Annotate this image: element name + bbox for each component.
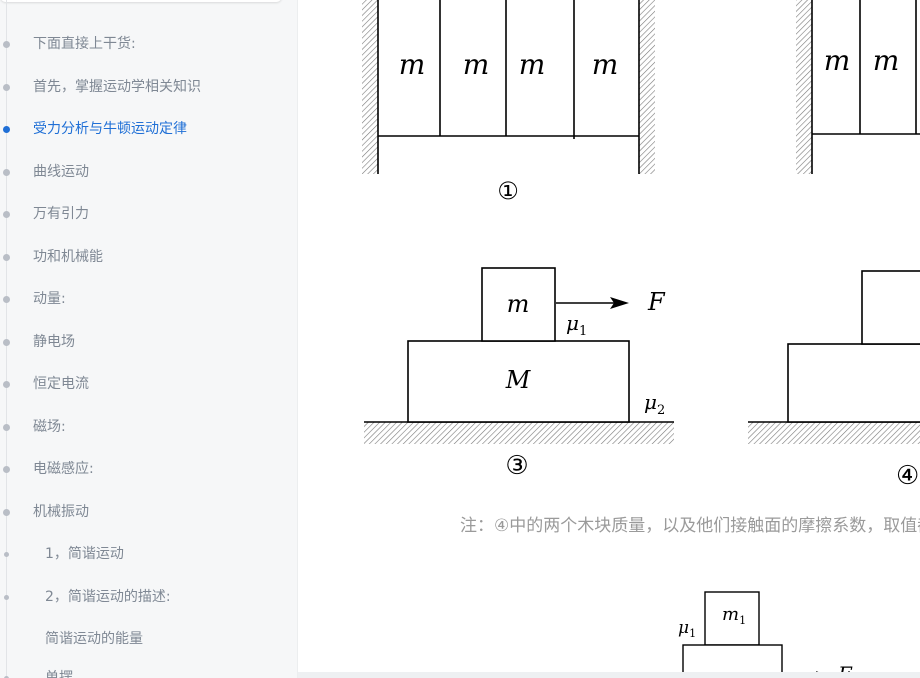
physics-figure: m m m m ① m m m M F μ1 μ2 — [362, 0, 920, 678]
m1-base: m — [722, 604, 739, 625]
figure-number-label: ④ — [896, 461, 919, 491]
figure-5-partial: m1 μ1 m F — [678, 591, 853, 678]
toc-dot — [3, 169, 10, 176]
toc-sidebar: 下面直接上干货: 首先，掌握运动学相关知识 受力分析与牛顿运动定律 曲线运动 万… — [0, 0, 298, 678]
toc-item[interactable]: 静电场 — [0, 332, 290, 352]
toc-item-active[interactable]: 受力分析与牛顿运动定律 — [0, 119, 290, 139]
bottom-block-label: M — [505, 366, 532, 394]
block-mass-label: m — [463, 48, 490, 81]
toc-dot — [3, 41, 10, 48]
figure-2-partial: m m — [796, 0, 920, 174]
toc-dot — [3, 466, 10, 473]
mu1-label: μ1 — [566, 311, 587, 339]
figure-number-label: ① — [497, 177, 519, 205]
wall-hatch — [796, 0, 812, 174]
toc-item[interactable]: 功和机械能 — [0, 247, 290, 267]
mu1-base: μ — [566, 311, 579, 335]
block-mass-label: m — [873, 44, 900, 77]
toc-item-label: 2，简谐运动的描述: — [45, 589, 171, 605]
toc-subitem[interactable]: 2，简谐运动的描述: — [0, 587, 290, 607]
top-block-label: m — [507, 290, 530, 318]
toc-item-label: 动量: — [33, 291, 66, 307]
ground-hatch — [364, 422, 674, 444]
toc-dot — [3, 211, 10, 218]
toc-item[interactable]: 动量: — [0, 289, 290, 309]
left-wall-hatch — [362, 0, 378, 174]
toc-item[interactable]: 下面直接上干货: — [0, 34, 290, 54]
toc-item-label: 磁场: — [33, 419, 66, 435]
toc-item-label: 单摆 — [45, 670, 73, 678]
toc-dot — [4, 552, 9, 557]
toc-item[interactable]: 磁场: — [0, 417, 290, 437]
toc-item[interactable]: 曲线运动 — [0, 162, 290, 182]
top-block — [861, 270, 920, 345]
toc-item[interactable]: 机械振动 — [0, 502, 290, 522]
block-mass-label: m — [824, 44, 851, 77]
toc-dot — [3, 254, 10, 261]
toc-dot — [3, 381, 10, 388]
toc-item-label: 首先，掌握运动学相关知识 — [33, 79, 201, 95]
toc-dot — [4, 676, 9, 678]
figure-number-label: ③ — [505, 451, 528, 481]
toc-item-label: 下面直接上干货: — [33, 36, 136, 52]
bottom-block — [407, 340, 630, 423]
mu2-subscript: 2 — [657, 403, 665, 418]
toc-item-label: 机械振动 — [33, 504, 89, 520]
figure-4-partial: ④ — [748, 270, 920, 491]
toc-dot — [4, 595, 9, 600]
toc-subitem[interactable]: 简谐运动的能量 — [0, 629, 290, 649]
top-block — [481, 267, 556, 342]
toc-item[interactable]: 万有引力 — [0, 204, 290, 224]
toc-item-label: 简谐运动的能量 — [45, 631, 143, 647]
ground-hatch — [748, 422, 920, 444]
toc-item-label: 受力分析与牛顿运动定律 — [33, 121, 187, 137]
toc-subitem[interactable]: 单摆 — [0, 668, 290, 678]
article-content: m m m m ① m m m M F μ1 μ2 — [298, 0, 920, 678]
top-block-label: m1 — [722, 604, 746, 627]
mu1-subscript: 1 — [689, 627, 696, 640]
mu2-base: μ — [644, 390, 657, 414]
figure-3: m M F μ1 μ2 ③ — [364, 267, 674, 481]
toc-dot — [3, 509, 10, 516]
toc-dot — [3, 296, 10, 303]
block-mass-label: m — [399, 48, 426, 81]
bottom-block — [787, 343, 920, 423]
m1-subscript: 1 — [739, 614, 746, 627]
block-mass-label: m — [592, 48, 619, 81]
bottom-scroll-edge — [298, 672, 920, 678]
force-arrowhead — [610, 297, 629, 309]
sidebar-top-card — [0, 0, 282, 2]
mu1-base: μ — [678, 618, 689, 638]
toc-item-label: 电磁感应: — [33, 461, 94, 477]
toc-item-label: 万有引力 — [33, 206, 89, 222]
toc-dot-active — [3, 126, 10, 133]
toc-item-label: 曲线运动 — [33, 164, 89, 180]
block-mass-label: m — [519, 48, 546, 81]
mu1-subscript: 1 — [579, 324, 587, 339]
toc-dot — [3, 424, 10, 431]
right-wall-hatch — [639, 0, 655, 174]
toc-item[interactable]: 首先，掌握运动学相关知识 — [0, 77, 290, 97]
toc-item-label: 静电场 — [33, 334, 75, 350]
toc-item-label: 功和机械能 — [33, 249, 103, 265]
toc-item[interactable]: 恒定电流 — [0, 374, 290, 394]
toc-dot — [3, 84, 10, 91]
toc-dot — [3, 339, 10, 346]
toc-item-label: 恒定电流 — [33, 376, 89, 392]
toc-item[interactable]: 电磁感应: — [0, 459, 290, 479]
toc-subitem[interactable]: 1，简谐运动 — [0, 544, 290, 564]
toc-item-label: 1，简谐运动 — [45, 546, 124, 562]
mu1-label: μ1 — [678, 618, 696, 640]
force-label: F — [647, 288, 666, 316]
figure-note: 注：④中的两个木块质量，以及他们接触面的摩擦系数，取值都 — [460, 516, 920, 536]
mu2-label: μ2 — [644, 390, 665, 418]
figure-1: m m m m ① — [362, 0, 655, 205]
